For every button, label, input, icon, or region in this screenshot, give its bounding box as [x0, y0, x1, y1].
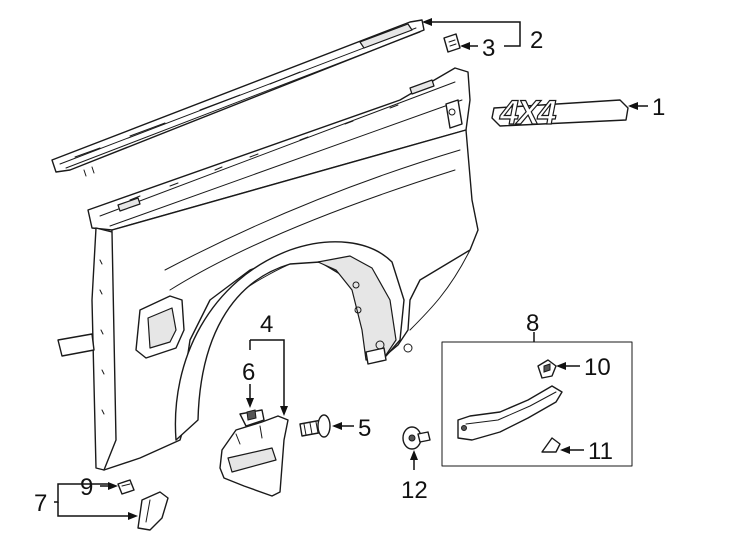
callout-numbers: 1 2 3 4 5 6 7 8 9 10 11 12 — [34, 27, 665, 517]
callout-4: 4 — [260, 311, 273, 338]
leader-lines — [54, 18, 648, 520]
kit-box — [441, 341, 633, 467]
callout-6: 6 — [242, 359, 255, 386]
callout-2: 2 — [530, 27, 543, 54]
callout-5: 5 — [358, 415, 371, 442]
flap-retainer — [239, 409, 265, 427]
end-cap — [137, 491, 169, 531]
callout-10: 10 — [584, 354, 611, 381]
emblem-text: 4X4 — [499, 94, 557, 132]
flap-screw — [299, 414, 331, 438]
rail-clip — [443, 33, 461, 53]
bed-rail-cap — [51, 19, 425, 177]
end-cap-clip — [117, 479, 135, 495]
callout-9: 9 — [80, 474, 93, 501]
emblem-4x4: 4X4 — [491, 93, 629, 133]
callout-12: 12 — [401, 477, 428, 504]
push-pin — [402, 426, 431, 450]
callout-8: 8 — [526, 310, 539, 337]
bed-side-panel — [57, 67, 479, 471]
mud-flap — [219, 415, 289, 497]
callout-1: 1 — [652, 94, 665, 121]
callout-7: 7 — [34, 490, 47, 517]
callout-11: 11 — [588, 438, 613, 465]
callout-3: 3 — [482, 35, 495, 62]
